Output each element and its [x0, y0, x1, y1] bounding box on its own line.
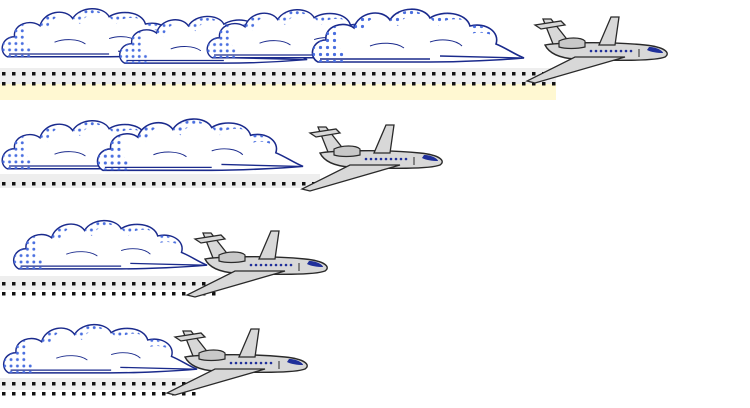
- row-4: [0, 323, 308, 398]
- cloud-icon: [12, 219, 208, 270]
- row-3: [0, 219, 328, 298]
- airplane-icon: [166, 328, 308, 396]
- airplane-icon: [301, 124, 443, 192]
- dotted-track: [0, 176, 320, 192]
- dotted-track: [0, 280, 220, 296]
- cloud-icon: [2, 323, 198, 374]
- dotted-track: [0, 72, 556, 92]
- row-1: [0, 8, 668, 100]
- airplane-icon: [526, 16, 668, 84]
- dotted-track: [0, 382, 200, 398]
- airplane-icon: [186, 230, 328, 298]
- row-2: [0, 118, 443, 192]
